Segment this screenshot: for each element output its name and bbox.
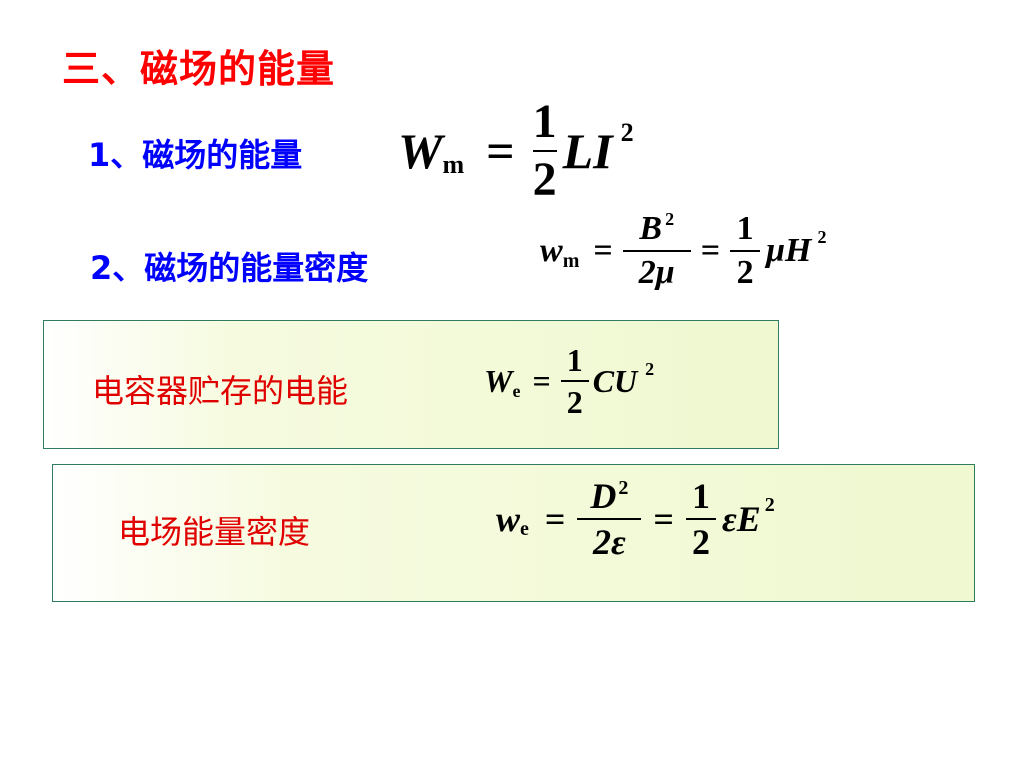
fraction-numerator: 1 xyxy=(532,95,557,148)
formula-rhs: CU xyxy=(592,362,638,399)
capacitor-energy-box xyxy=(43,320,779,449)
equals-sign: = xyxy=(593,232,613,269)
equals-sign: = xyxy=(532,362,551,399)
formula-rhs-superscript: 2 xyxy=(620,118,634,147)
formula-lhs-subscript: e xyxy=(520,517,529,540)
formula-lhs: W xyxy=(484,362,513,399)
fraction-bar xyxy=(560,380,589,382)
fraction-bar xyxy=(730,250,761,252)
fraction-bar xyxy=(622,250,691,252)
formula-rhs: εE xyxy=(721,499,761,539)
formula-lhs-subscript: m xyxy=(442,150,465,179)
fraction-denominator: 2 xyxy=(691,522,710,562)
fraction-numerator: 1 xyxy=(691,476,710,516)
magnetic-energy-density-label: 2、磁场的能量密度 xyxy=(90,249,369,287)
formula-rhs: LI xyxy=(562,123,613,179)
fraction-bar xyxy=(685,518,716,520)
formula-lhs: w xyxy=(540,232,563,269)
fraction-numerator: 1 xyxy=(736,210,754,247)
formula-rhs-superscript: 2 xyxy=(764,493,775,516)
slide-title: 三、磁场的能量 xyxy=(62,47,336,91)
capacitor-energy-label: 电容器贮存的电能 xyxy=(92,372,349,410)
fraction-denominator: 2 xyxy=(736,254,754,291)
fraction-bar xyxy=(532,150,557,152)
formula-lhs: w xyxy=(496,499,521,539)
equals-sign: = xyxy=(486,123,515,179)
fraction-one-half: 1 2 xyxy=(730,210,761,291)
formula-lhs-subscript: m xyxy=(562,249,580,272)
formula-lhs-subscript: e xyxy=(512,380,521,401)
equals-sign: = xyxy=(653,499,674,539)
equals-sign: = xyxy=(700,232,721,269)
fraction-one-half: 1 2 xyxy=(560,342,589,420)
fraction-denominator: 2 xyxy=(566,384,583,420)
formula-rhs-superscript: 2 xyxy=(817,226,827,247)
electric-energy-density-box xyxy=(52,464,975,602)
magnetic-energy-formula: W m = 1 2 LI 2 xyxy=(398,98,634,204)
magnetic-energy-label: 1、磁场的能量 xyxy=(88,136,303,174)
formula-rhs-superscript: 2 xyxy=(645,358,655,379)
fraction-one-half: 1 2 xyxy=(532,95,557,206)
formula-lhs: W xyxy=(398,123,443,179)
fraction-bar xyxy=(577,518,642,520)
formula-rhs: μH xyxy=(766,232,812,269)
fraction-numerator: 1 xyxy=(566,342,583,378)
electric-energy-density-label: 电场能量密度 xyxy=(118,513,311,551)
fraction-denominator: 2ε xyxy=(593,522,626,562)
capacitor-energy-formula: W e = 1 2 CU 2 xyxy=(484,344,654,418)
fraction-one-half: 1 2 xyxy=(685,476,716,562)
equals-sign: = xyxy=(544,499,566,539)
fraction-denominator: 2 xyxy=(532,153,557,206)
fraction-denominator: 2μ xyxy=(638,254,675,291)
